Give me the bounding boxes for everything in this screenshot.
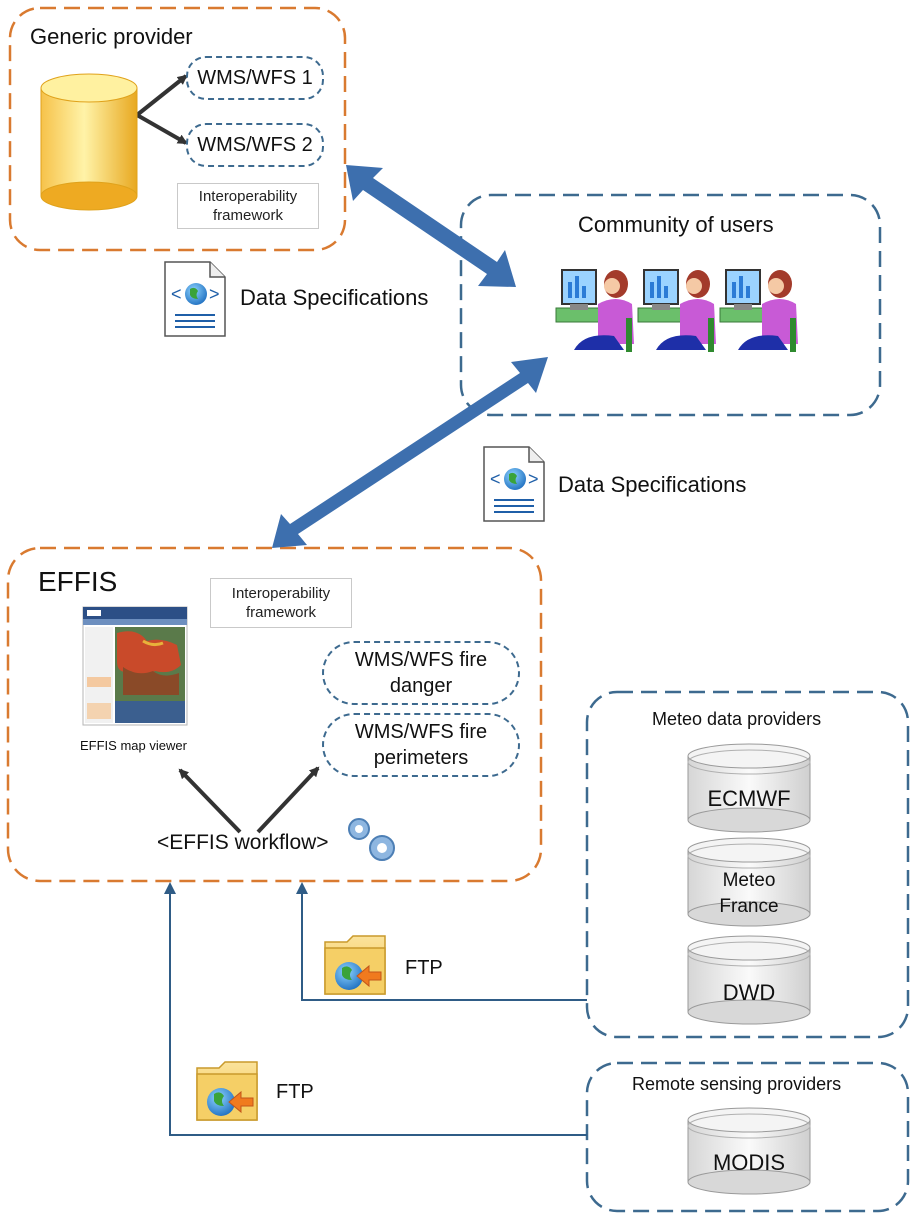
remote-providers-title: Remote sensing providers	[632, 1074, 842, 1094]
meteo-france-db-label: Meteo France	[719, 870, 779, 917]
svg-text:>: >	[209, 284, 220, 304]
interoperability-framework-label: Interoperability framework	[177, 183, 319, 229]
effis-workflow-label: <EFFIS workflow>	[157, 831, 329, 854]
user-at-computer-icon	[637, 269, 716, 352]
document-globe-icon: < >	[164, 261, 226, 337]
user-at-computer-icon	[555, 269, 634, 352]
arrow-db-wms1	[135, 74, 188, 117]
generic-provider-title: Generic provider	[30, 24, 193, 49]
wms-wfs-1-service: WMS/WFS 1	[186, 56, 324, 100]
ftp-label: FTP	[276, 1081, 314, 1103]
arrow-workflow-viewer	[178, 768, 242, 834]
modis-db-label: MODIS	[712, 1150, 786, 1175]
gears-icon	[348, 818, 395, 861]
effis-map-viewer-caption: EFFIS map viewer	[80, 738, 187, 753]
double-arrow-provider-community	[346, 165, 516, 287]
line-meteo-effis	[296, 882, 587, 1001]
dwd-db-icon	[687, 935, 811, 1025]
user-at-computer-icon	[719, 269, 798, 352]
svg-text:<: <	[490, 469, 501, 489]
ecmwf-db-label: ECMWF	[707, 786, 791, 811]
svg-text:>: >	[528, 469, 539, 489]
community-title: Community of users	[578, 212, 774, 237]
wms-wfs-2-service: WMS/WFS 2	[186, 123, 324, 167]
generic-provider-box	[8, 6, 347, 252]
ftp-label: FTP	[405, 957, 443, 979]
wms-wfs-1-label: WMS/WFS 1	[197, 67, 313, 89]
arrow-workflow-services	[256, 766, 320, 834]
modis-db-icon	[687, 1107, 811, 1195]
data-specifications-label: Data Specifications	[558, 472, 747, 497]
fire-perimeters-label: WMS/WFS fire perimeters	[354, 721, 488, 769]
remote-box	[585, 1061, 910, 1213]
data-specifications-label: Data Specifications	[240, 285, 429, 310]
line-remote-effis	[164, 882, 587, 1136]
interoperability-framework-label: Interoperability framework	[210, 578, 352, 628]
effis-map-viewer-thumbnail	[82, 606, 188, 726]
meteo-providers-title: Meteo data providers	[652, 709, 822, 729]
ftp-folder-icon	[196, 1061, 258, 1121]
database-icon	[40, 73, 138, 211]
effis-title: EFFIS	[38, 566, 118, 597]
meteo-france-db-icon	[687, 837, 811, 927]
double-arrow-effis-community	[272, 357, 548, 548]
fire-danger-label: WMS/WFS fire danger	[354, 649, 488, 697]
effis-box	[6, 546, 543, 883]
document-globe-icon: < >	[483, 446, 545, 522]
ftp-folder-icon	[324, 935, 386, 995]
wms-wfs-fire-perimeters-service: WMS/WFS fire perimeters	[322, 713, 520, 777]
wms-wfs-2-label: WMS/WFS 2	[197, 134, 313, 156]
community-box	[459, 193, 882, 417]
meteo-box	[585, 690, 910, 1039]
arrow-db-wms2	[136, 113, 188, 145]
dwd-db-label: DWD	[722, 980, 776, 1005]
ecmwf-db-icon	[687, 743, 811, 833]
wms-wfs-fire-danger-service: WMS/WFS fire danger	[322, 641, 520, 705]
svg-text:<: <	[171, 284, 182, 304]
